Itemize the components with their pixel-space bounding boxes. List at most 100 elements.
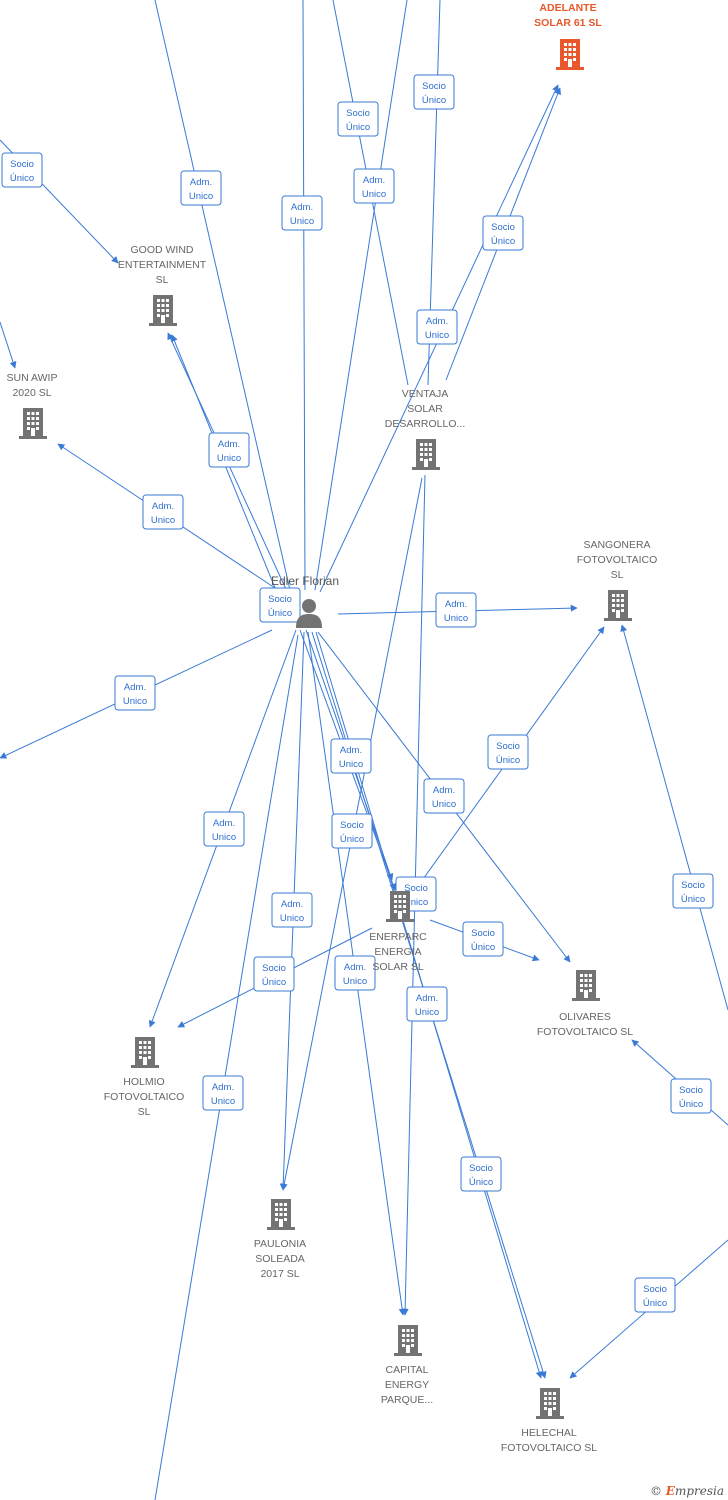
company-node-goodwind[interactable]: GOOD WIND ENTERTAINMENT SL	[118, 244, 207, 326]
node-label: SUN AWIP	[7, 372, 58, 384]
company-node-capital[interactable]: CAPITAL ENERGY PARQUE...	[381, 1325, 433, 1406]
edge-line	[154, 634, 299, 1500]
svg-text:Único: Único	[643, 1298, 667, 1309]
node-label: SOLAR	[407, 403, 443, 415]
role-badge[interactable]: Adm.Unico	[281, 195, 323, 231]
role-badge[interactable]: Adm.Unico	[435, 592, 477, 628]
node-label: SL	[156, 274, 169, 286]
svg-text:Único: Único	[422, 95, 446, 106]
node-label: PARQUE...	[381, 1394, 433, 1406]
company-node-helechal[interactable]: HELECHAL FOTOVOLTAICO SL	[501, 1388, 597, 1454]
svg-text:Socio: Socio	[262, 963, 286, 974]
svg-text:Único: Único	[491, 236, 515, 247]
svg-text:Adm.: Adm.	[416, 993, 438, 1004]
svg-text:Unico: Unico	[425, 330, 449, 341]
svg-text:Adm.: Adm.	[124, 682, 146, 693]
role-badge[interactable]: Adm.Unico	[142, 494, 184, 530]
svg-text:Unico: Unico	[362, 189, 386, 200]
building-icon	[149, 295, 177, 326]
company-node-sunawip[interactable]: SUN AWIP 2020 SL	[7, 372, 58, 439]
role-badge[interactable]: Adm.Unico	[423, 778, 465, 814]
node-label: DESARROLLO...	[385, 418, 466, 430]
svg-text:Único: Único	[681, 894, 705, 905]
svg-text:Socio: Socio	[10, 159, 34, 170]
building-icon	[412, 439, 440, 470]
svg-text:Socio: Socio	[643, 1284, 667, 1295]
node-label: SL	[138, 1106, 151, 1118]
role-badge[interactable]: Adm.Unico	[203, 811, 245, 847]
svg-text:Unico: Unico	[211, 1096, 235, 1107]
svg-text:Socio: Socio	[422, 81, 446, 92]
node-label: ADELANTE	[539, 2, 596, 14]
role-badge[interactable]: Adm.Unico	[114, 675, 156, 711]
node-label: FOTOVOLTAICO	[104, 1091, 185, 1103]
building-icon	[394, 1325, 422, 1356]
role-badge[interactable]: Adm.Unico	[271, 892, 313, 928]
svg-text:Socio: Socio	[679, 1085, 703, 1096]
svg-text:Único: Único	[679, 1099, 703, 1110]
person-node[interactable]: Edler Florian	[271, 574, 339, 628]
building-icon	[604, 590, 632, 621]
node-label: 2017 SL	[260, 1268, 299, 1280]
edge-line	[154, 0, 291, 591]
company-node-paulonia[interactable]: PAULONIA SOLEADA 2017 SL	[254, 1199, 306, 1280]
brand-name: mpresia	[674, 1484, 724, 1498]
role-badge[interactable]: Adm. Unico	[180, 170, 222, 206]
building-icon	[536, 1388, 564, 1419]
role-badge[interactable]: Adm. Unico	[406, 986, 448, 1022]
svg-text:Unico: Unico	[189, 191, 213, 202]
svg-text:Unico: Unico	[415, 1007, 439, 1018]
svg-text:Adm.: Adm.	[281, 899, 303, 910]
company-node-sangonera[interactable]: SANGONERA FOTOVOLTAICO SL	[577, 539, 658, 621]
node-label: SL	[611, 569, 624, 581]
node-label: OLIVARES	[559, 1011, 611, 1023]
svg-text:Socio: Socio	[346, 108, 370, 119]
node-label: FOTOVOLTAICO	[577, 554, 658, 566]
building-icon	[556, 39, 584, 70]
role-badge[interactable]: Adm.Unico	[330, 738, 372, 774]
company-node-enerparc[interactable]: ENERPARC ENERGIA SOLAR SL	[369, 891, 427, 973]
svg-text:Adm.: Adm.	[152, 501, 174, 512]
svg-text:Adm.: Adm.	[218, 439, 240, 450]
svg-text:Socio: Socio	[404, 883, 428, 894]
role-badge[interactable]: Adm.Unico	[334, 955, 376, 991]
svg-text:Adm.: Adm.	[291, 202, 313, 213]
svg-text:Socio: Socio	[681, 880, 705, 891]
svg-text:Único: Único	[262, 977, 286, 988]
svg-text:Adm.: Adm.	[190, 177, 212, 188]
svg-text:Adm.: Adm.	[445, 599, 467, 610]
svg-text:Adm.: Adm.	[340, 745, 362, 756]
node-label: SOLEADA	[255, 1253, 305, 1265]
node-label: SOLAR SL	[372, 961, 424, 973]
company-node-adelante[interactable]: ADELANTE SOLAR 61 SL	[534, 2, 602, 70]
role-badge[interactable]: Adm.Unico	[416, 309, 458, 345]
svg-text:Único: Único	[469, 1177, 493, 1188]
building-icon	[267, 1199, 295, 1230]
role-badge[interactable]: Adm.Unico	[353, 168, 395, 204]
company-node-ventaja[interactable]: VENTAJA SOLAR DESARROLLO...	[385, 388, 466, 470]
svg-text:Socio: Socio	[340, 820, 364, 831]
svg-text:Único: Único	[268, 608, 292, 619]
company-node-holmio[interactable]: HOLMIO FOTOVOLTAICO SL	[104, 1037, 185, 1118]
role-badge[interactable]: Adm.Unico	[208, 432, 250, 468]
person-name: Edler Florian	[271, 574, 339, 588]
building-icon	[131, 1037, 159, 1068]
svg-text:Unico: Unico	[343, 976, 367, 987]
role-badge[interactable]: Adm.Unico	[202, 1075, 244, 1111]
node-label: ENERGIA	[374, 946, 421, 958]
company-node-olivares[interactable]: OLIVARES FOTOVOLTAICO SL	[537, 970, 633, 1038]
